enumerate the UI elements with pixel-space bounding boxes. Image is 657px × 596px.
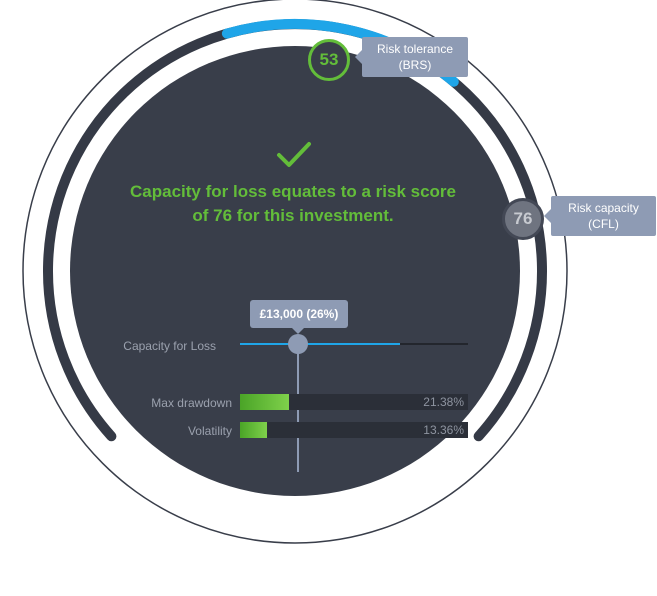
max-drawdown-bar-fill — [240, 394, 289, 410]
max-drawdown-bar: 21.38% — [240, 394, 468, 410]
volatility-bar: 13.36% — [240, 422, 468, 438]
check-icon — [277, 142, 311, 167]
slider-track-fill — [240, 343, 400, 345]
capacity-for-loss-slider-track[interactable] — [240, 343, 468, 345]
result-headline: Capacity for loss equates to a risk scor… — [130, 182, 456, 225]
volatility-label: Volatility — [187, 424, 232, 438]
slider-value-text: £13,000 (26%) — [259, 307, 339, 321]
slider-value-tooltip: £13,000 (26%) — [250, 300, 348, 334]
cfl-callout: Risk capacity (CFL) — [544, 196, 656, 236]
callout-arrow — [355, 50, 362, 64]
brs-label-line2: (BRS) — [398, 58, 432, 72]
volatility-value: 13.36% — [423, 423, 464, 437]
cfl-score-badge: 76 — [502, 198, 544, 240]
volatility-bar-fill — [240, 422, 268, 438]
callout-arrow — [544, 209, 551, 223]
tooltip-arrow — [292, 328, 304, 334]
brs-callout: Risk tolerance (BRS) — [355, 37, 468, 77]
capacity-for-loss-slider-handle[interactable] — [288, 334, 308, 354]
cfl-score: 76 — [513, 209, 533, 228]
dial-face — [70, 46, 520, 496]
dial-thin-ring — [22, 0, 568, 544]
max-drawdown-label: Max drawdown — [151, 396, 232, 410]
brs-score-badge: 53 — [308, 39, 350, 81]
brs-label-line1: Risk tolerance — [376, 42, 454, 56]
cfl-label-line2: (CFL) — [588, 217, 619, 231]
cfl-label-line1: Risk capacity — [568, 201, 639, 215]
brs-score: 53 — [319, 50, 339, 69]
capacity-for-loss-label: Capacity for Loss — [123, 339, 216, 353]
max-drawdown-value: 21.38% — [423, 395, 464, 409]
